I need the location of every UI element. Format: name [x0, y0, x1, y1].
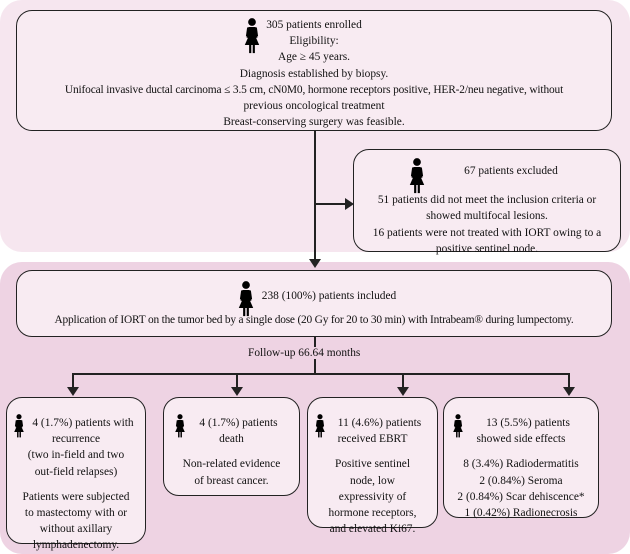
drop-2: [236, 373, 238, 388]
excluded-reason-1-cont: showed multifocal lesions.: [426, 210, 548, 223]
exclusion-arrow: [345, 198, 354, 210]
outcome-arrow-2: [231, 387, 243, 396]
excluded-reason-2: 16 patients were not treated with IORT o…: [372, 226, 602, 239]
outcome-title: received EBRT: [337, 433, 408, 446]
woman-figure-icon: [243, 17, 261, 55]
excluded-reason-2-cont: positive sentinel node.: [435, 242, 539, 255]
outcome-title: recurrence: [51, 433, 101, 446]
outcome-body: Positive sentinel: [335, 458, 410, 471]
outcome-arrow-1: [67, 387, 79, 396]
outcome-body: expressivity of: [338, 490, 407, 503]
excluded-box: 67 patients excluded 51 patients did not…: [353, 149, 621, 255]
included-box: 238 (100%) patients included Application…: [16, 270, 612, 337]
criterion-surgery: Breast-conserving surgery was feasible.: [223, 116, 405, 129]
outcome-title: (two in-field and two: [27, 449, 125, 462]
outcome-title: 4 (1.7%) patients with: [32, 417, 134, 429]
include-arrow: [309, 259, 321, 268]
eligibility-heading: Eligibility:: [289, 35, 339, 48]
outcome-title: 11 (4.6%) patients: [337, 417, 422, 429]
woman-figure-icon: [408, 158, 426, 194]
excluded-count: 67 patients excluded: [464, 165, 558, 177]
outcome-body: without axillary: [39, 523, 113, 536]
outcome-body: hormone receptors,: [328, 506, 417, 519]
outcome-arrow-4: [563, 387, 575, 396]
outcome-arrow-3: [397, 387, 409, 396]
drop-3: [402, 373, 404, 388]
outcome-title: 13 (5.5%) patients: [486, 417, 570, 429]
outcome-title: out-field relapses): [34, 465, 118, 478]
outcome-title: death: [219, 433, 244, 446]
exclusion-branch: [314, 203, 352, 205]
outcome-body: 8 (3.4%) Radiodermatitis: [463, 458, 579, 471]
iort-description: Application of IORT on the tumor bed by …: [54, 314, 574, 327]
outcome-box-side-effects: 13 (5.5%) patients showed side effects 8…: [443, 397, 599, 519]
outcome-body: 2 (0.84%) Scar dehiscence*: [457, 490, 585, 503]
included-count: 238 (100%) patients included: [261, 290, 397, 302]
outcome-box-death: 4 (1.7%) patients death Non-related evid…: [163, 397, 300, 496]
criterion-carcinoma-cont: previous oncological treatment: [243, 99, 385, 112]
outcome-body: to mastectomy with or: [24, 506, 128, 519]
enrolled-count: 305 patients enrolled: [266, 19, 362, 31]
outcome-body: of breast cancer.: [194, 474, 269, 487]
enrolled-box: 305 patients enrolled Eligibility: Age ≥…: [16, 10, 612, 131]
outcome-body: 2 (0.84%) Seroma: [479, 474, 563, 487]
woman-figure-icon: [452, 414, 464, 438]
drop-1: [72, 373, 74, 388]
outcome-box-ebrt: 11 (4.6%) patients received EBRT Positiv…: [307, 397, 438, 535]
criterion-carcinoma: Unifocal invasive ductal carcinoma ≤ 3.5…: [64, 83, 564, 96]
drop-4: [568, 373, 570, 388]
criterion-age: Age ≥ 45 years.: [277, 51, 351, 64]
outcome-body: and elevated Ki67.: [329, 523, 416, 536]
outcome-body: node, low: [350, 474, 395, 487]
woman-figure-icon: [13, 414, 25, 438]
outcome-body: lymphadenectomy.: [32, 539, 120, 552]
outcome-box-recurrence: 4 (1.7%) patients with recurrence (two i…: [6, 397, 146, 551]
outcome-body: 1 (0.42%) Radionecrosis: [464, 506, 578, 519]
excluded-reason-1: 51 patients did not meet the inclusion c…: [377, 194, 597, 207]
woman-figure-icon: [314, 414, 326, 438]
woman-figure-icon: [174, 414, 186, 438]
followup-label: Follow-up 66.64 months: [246, 347, 363, 359]
criterion-biopsy: Diagnosis established by biopsy.: [239, 67, 389, 80]
distribution-line: [72, 373, 569, 375]
outcome-title: showed side effects: [476, 433, 566, 446]
outcome-title: 4 (1.7%) patients: [199, 417, 278, 429]
outcome-body: Non-related evidence: [182, 458, 281, 471]
outcome-body: Patients were subjected: [22, 490, 130, 503]
woman-figure-icon: [237, 281, 255, 317]
main-connector: [314, 131, 316, 262]
